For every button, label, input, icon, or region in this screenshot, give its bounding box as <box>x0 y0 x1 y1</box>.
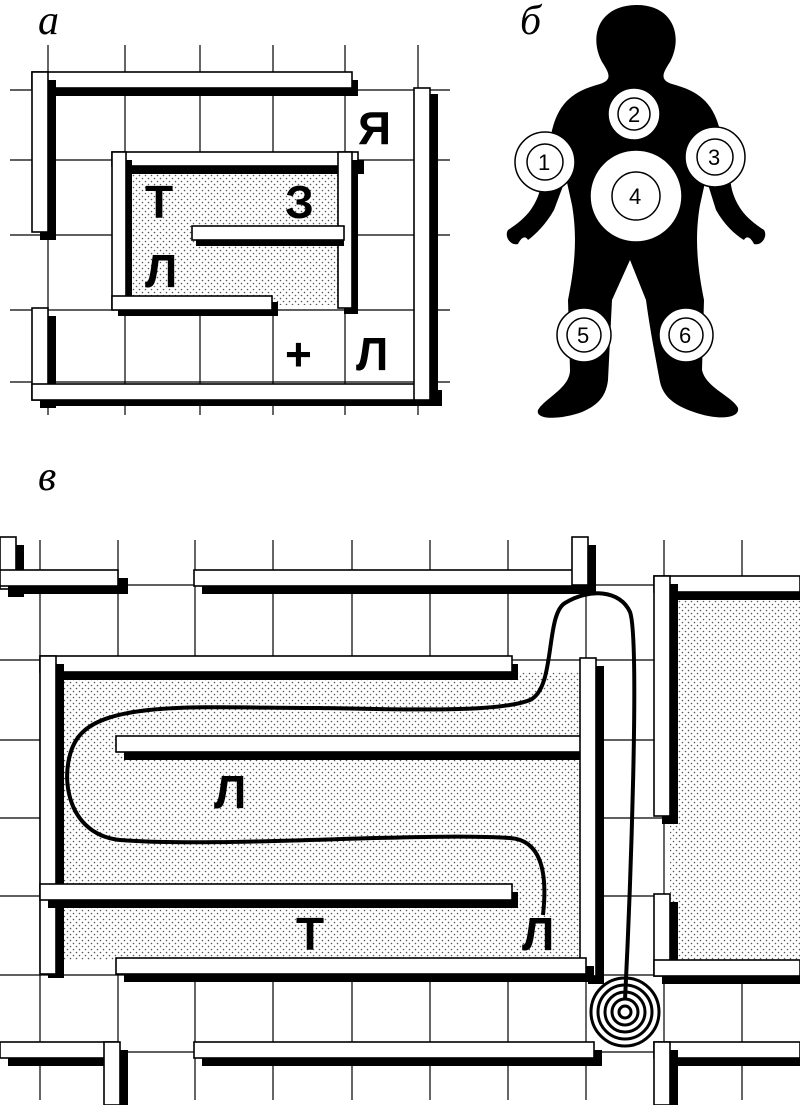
panel-c-cell-label: Л <box>522 908 554 960</box>
point-number: 5 <box>577 323 589 348</box>
panel-a-cell-label: Т <box>145 176 173 228</box>
panel-a-cell-label: Л <box>145 245 177 297</box>
coiled-rope-icon <box>589 976 661 1048</box>
panel-a-cell-label: Я <box>358 102 391 154</box>
point-number: 2 <box>628 102 640 127</box>
panel-c-walls <box>0 536 800 1105</box>
point-number: 1 <box>538 150 550 175</box>
panel-c-label: в <box>38 454 56 500</box>
panel-c-cell-label: Л <box>214 766 246 818</box>
point-number: 6 <box>679 323 691 348</box>
panel-a-cell-label: З <box>285 176 314 228</box>
panel-a-walls <box>31 71 442 408</box>
panel-a-cell-label: Л <box>356 328 388 380</box>
body-point-markers <box>514 87 746 363</box>
rope-path <box>65 591 637 1001</box>
panel-b-label: б <box>520 0 543 44</box>
panel-a-label: а <box>38 0 59 44</box>
point-number: 4 <box>629 184 641 209</box>
panel-c-shaded-areas <box>56 598 800 968</box>
panel-a-cell-label: + <box>285 328 312 380</box>
point-number: 3 <box>708 145 720 170</box>
panel-c-cell-label: Т <box>296 908 324 960</box>
